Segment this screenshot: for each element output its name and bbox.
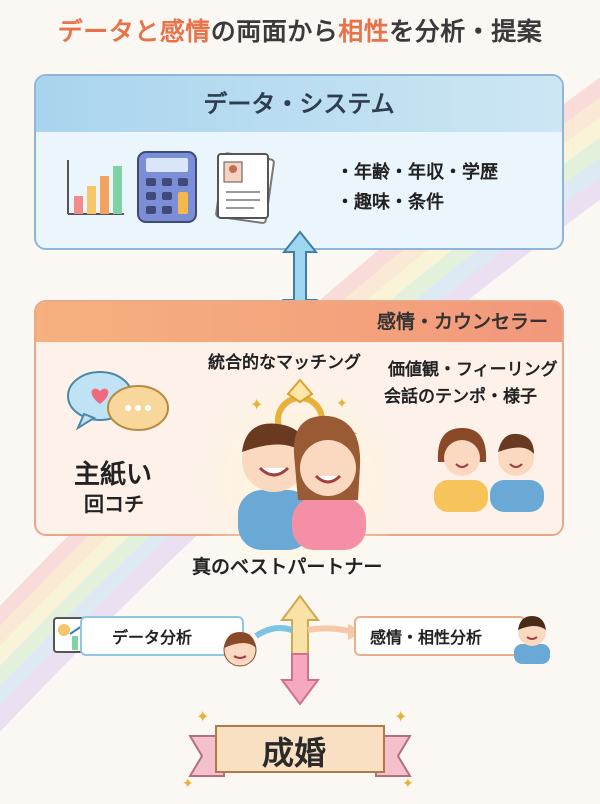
svg-text:✦: ✦ [402, 776, 414, 790]
person-icon-left [223, 632, 257, 667]
central-couple-illustration: ✦ ✦ ✦ [190, 360, 410, 560]
data-analysis-label: データ分析 [112, 628, 193, 647]
best-partner-label: 真のベストパートナー [192, 556, 383, 578]
title-part3: 相性 [338, 17, 390, 46]
flow-arrows-icon [254, 594, 364, 706]
bar-chart-icon [67, 160, 124, 215]
integrated-matching-label: 統合的なマッチング [208, 353, 361, 373]
note-line-2: 回コチ [84, 492, 144, 516]
values-line-1: 価値観・フィーリング [388, 360, 558, 380]
title-part4: を分析・提案 [389, 17, 543, 46]
emotion-analysis-badge: 感情・相性分析 [354, 616, 526, 656]
data-system-list: ・年齢・年収・学歴 ・趣味・条件 [336, 158, 498, 218]
title-part2: の両面から [210, 17, 339, 46]
title-part1: データと感情 [57, 17, 211, 46]
couple-icon [434, 428, 544, 512]
svg-text:✦: ✦ [394, 707, 407, 726]
page-title: データと感情の両面から相性を分析・提案 [0, 12, 600, 48]
note-line-1: 主紙い [74, 460, 153, 490]
speech-bubble-icon [67, 371, 169, 431]
svg-text:✦: ✦ [336, 396, 348, 412]
marriage-ribbon: ✦ ✦ ✦ ✦ [182, 707, 414, 790]
data-system-header: データ・システム [36, 76, 562, 132]
marriage-label: 成婚 [262, 734, 327, 772]
svg-text:✦: ✦ [196, 707, 209, 726]
emotion-analysis-label: 感情・相性分析 [370, 628, 483, 647]
calculator-icon [137, 151, 197, 223]
svg-text:✦: ✦ [182, 776, 194, 790]
data-item-2: ・趣味・条件 [336, 192, 444, 213]
data-item-1: ・年齢・年収・学歴 [336, 162, 498, 183]
values-line-2: 会話のテンポ・様子 [384, 387, 537, 407]
person-icon-right [514, 616, 550, 664]
svg-text:✦: ✦ [250, 395, 263, 414]
profile-document-icon [215, 152, 275, 224]
data-analysis-badge: データ分析 [80, 616, 244, 656]
emotion-header: 感情・カウンセラー [36, 302, 562, 342]
data-system-panel: データ・システム ・年齢・年収・学歴 ・趣味・条件 [34, 74, 564, 250]
